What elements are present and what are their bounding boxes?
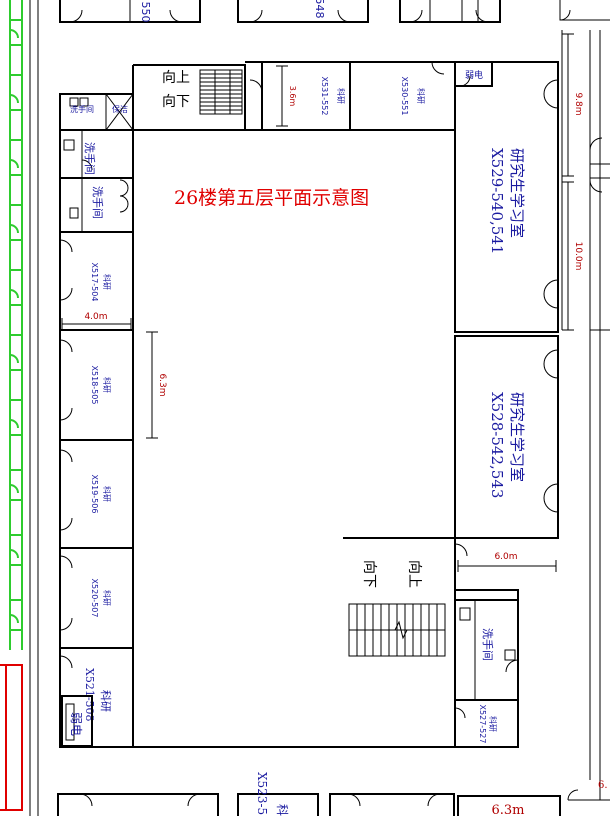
room-x530-type: 科研 xyxy=(416,88,426,104)
dim-6-3m-south-label: 6.3m xyxy=(491,803,524,816)
study-room-south-doors xyxy=(543,349,559,513)
room-x521-number: X521-508 xyxy=(83,668,96,722)
dim-6-south-east-label: 6. xyxy=(598,780,608,791)
washroom-east-label: 洗手间 xyxy=(481,628,495,661)
door xyxy=(454,543,468,557)
room-x530-number: X530-551 xyxy=(400,77,409,116)
dim-6-0m xyxy=(457,560,557,572)
top-room-548: 548 xyxy=(313,0,326,19)
room-x531-number: X531-552 xyxy=(320,77,329,116)
room-x520-number: X520-507 xyxy=(90,579,99,618)
room-x530 xyxy=(349,61,456,131)
room-x521-type: 科研 xyxy=(99,690,113,712)
dim-3-6m xyxy=(276,65,288,127)
room-electric-sw xyxy=(61,695,93,747)
washroom-w2-label: 洗手间 xyxy=(91,186,105,219)
stair-south-down-label: 向下 xyxy=(361,560,377,588)
study-room-south-name: 研究生学习室 xyxy=(508,392,526,482)
bottom-room-label: 科 xyxy=(275,804,289,816)
room-x527-type: 科研 xyxy=(488,716,498,732)
study-room-south-number: X528-542,543 xyxy=(488,392,506,498)
room-electric-sw-label: 弱电 xyxy=(69,712,83,736)
room-cleaning xyxy=(59,93,134,131)
room-x518-number: X518-505 xyxy=(90,366,99,405)
stair-south xyxy=(348,603,446,657)
study-room-north-number: X529-540,541 xyxy=(488,148,506,254)
dim-6-0m-label: 6.0m xyxy=(494,552,517,562)
washroom-w1-label-top: 洗手间 xyxy=(70,104,94,114)
room-x531-type: 科研 xyxy=(336,88,346,104)
dim-3-6m-label: 3.6m xyxy=(288,86,297,107)
stair-south-up-label: 向上 xyxy=(406,560,422,588)
room-x517-number: X517-504 xyxy=(90,263,99,302)
dim-4-0m-label: 4.0m xyxy=(84,312,107,322)
dim-9-8m-label: 9.8m xyxy=(573,92,583,115)
stair-north xyxy=(199,69,243,115)
dim-10-0m xyxy=(562,181,610,331)
room-x527 xyxy=(454,699,519,748)
room-electric-ne-label: 弱电 xyxy=(465,69,483,81)
bottom-rooms xyxy=(57,780,610,816)
stair-north-down-label: 向下 xyxy=(162,94,190,110)
study-room-north-name: 研究生学习室 xyxy=(508,148,526,238)
dim-6-3m-west-label: 6.3m xyxy=(157,373,167,396)
red-outline-room xyxy=(0,664,23,811)
dim-6-3m-west xyxy=(146,331,158,439)
room-cleaning-label: 保洁 xyxy=(112,104,128,114)
dim-9-8m xyxy=(562,33,610,193)
stair-north-up-label: 向上 xyxy=(162,70,190,86)
room-electric-ne xyxy=(454,61,493,87)
dim-10-0m-label: 10.0m xyxy=(573,242,583,271)
room-x519-number: X519-506 xyxy=(90,475,99,514)
top-rooms xyxy=(59,0,610,23)
room-x520-type: 科研 xyxy=(102,590,112,606)
dim-4-0m xyxy=(61,318,132,330)
room-x518-type: 科研 xyxy=(102,377,112,393)
room-x517-type: 科研 xyxy=(102,274,112,290)
plan-title: 26楼第五层平面示意图 xyxy=(174,187,369,209)
door xyxy=(459,75,471,87)
room-x527-number: X527-527 xyxy=(478,705,487,744)
green-corridor xyxy=(9,0,23,650)
top-room-550: 550 xyxy=(139,2,152,23)
room-x531 xyxy=(249,61,351,131)
washroom-w1-label: 洗手间 xyxy=(83,142,97,175)
room-x521 xyxy=(59,647,134,748)
study-room-north-doors xyxy=(543,30,563,330)
room-x519-type: 科研 xyxy=(102,486,112,502)
room-x523-label: X523-5 xyxy=(255,772,269,815)
